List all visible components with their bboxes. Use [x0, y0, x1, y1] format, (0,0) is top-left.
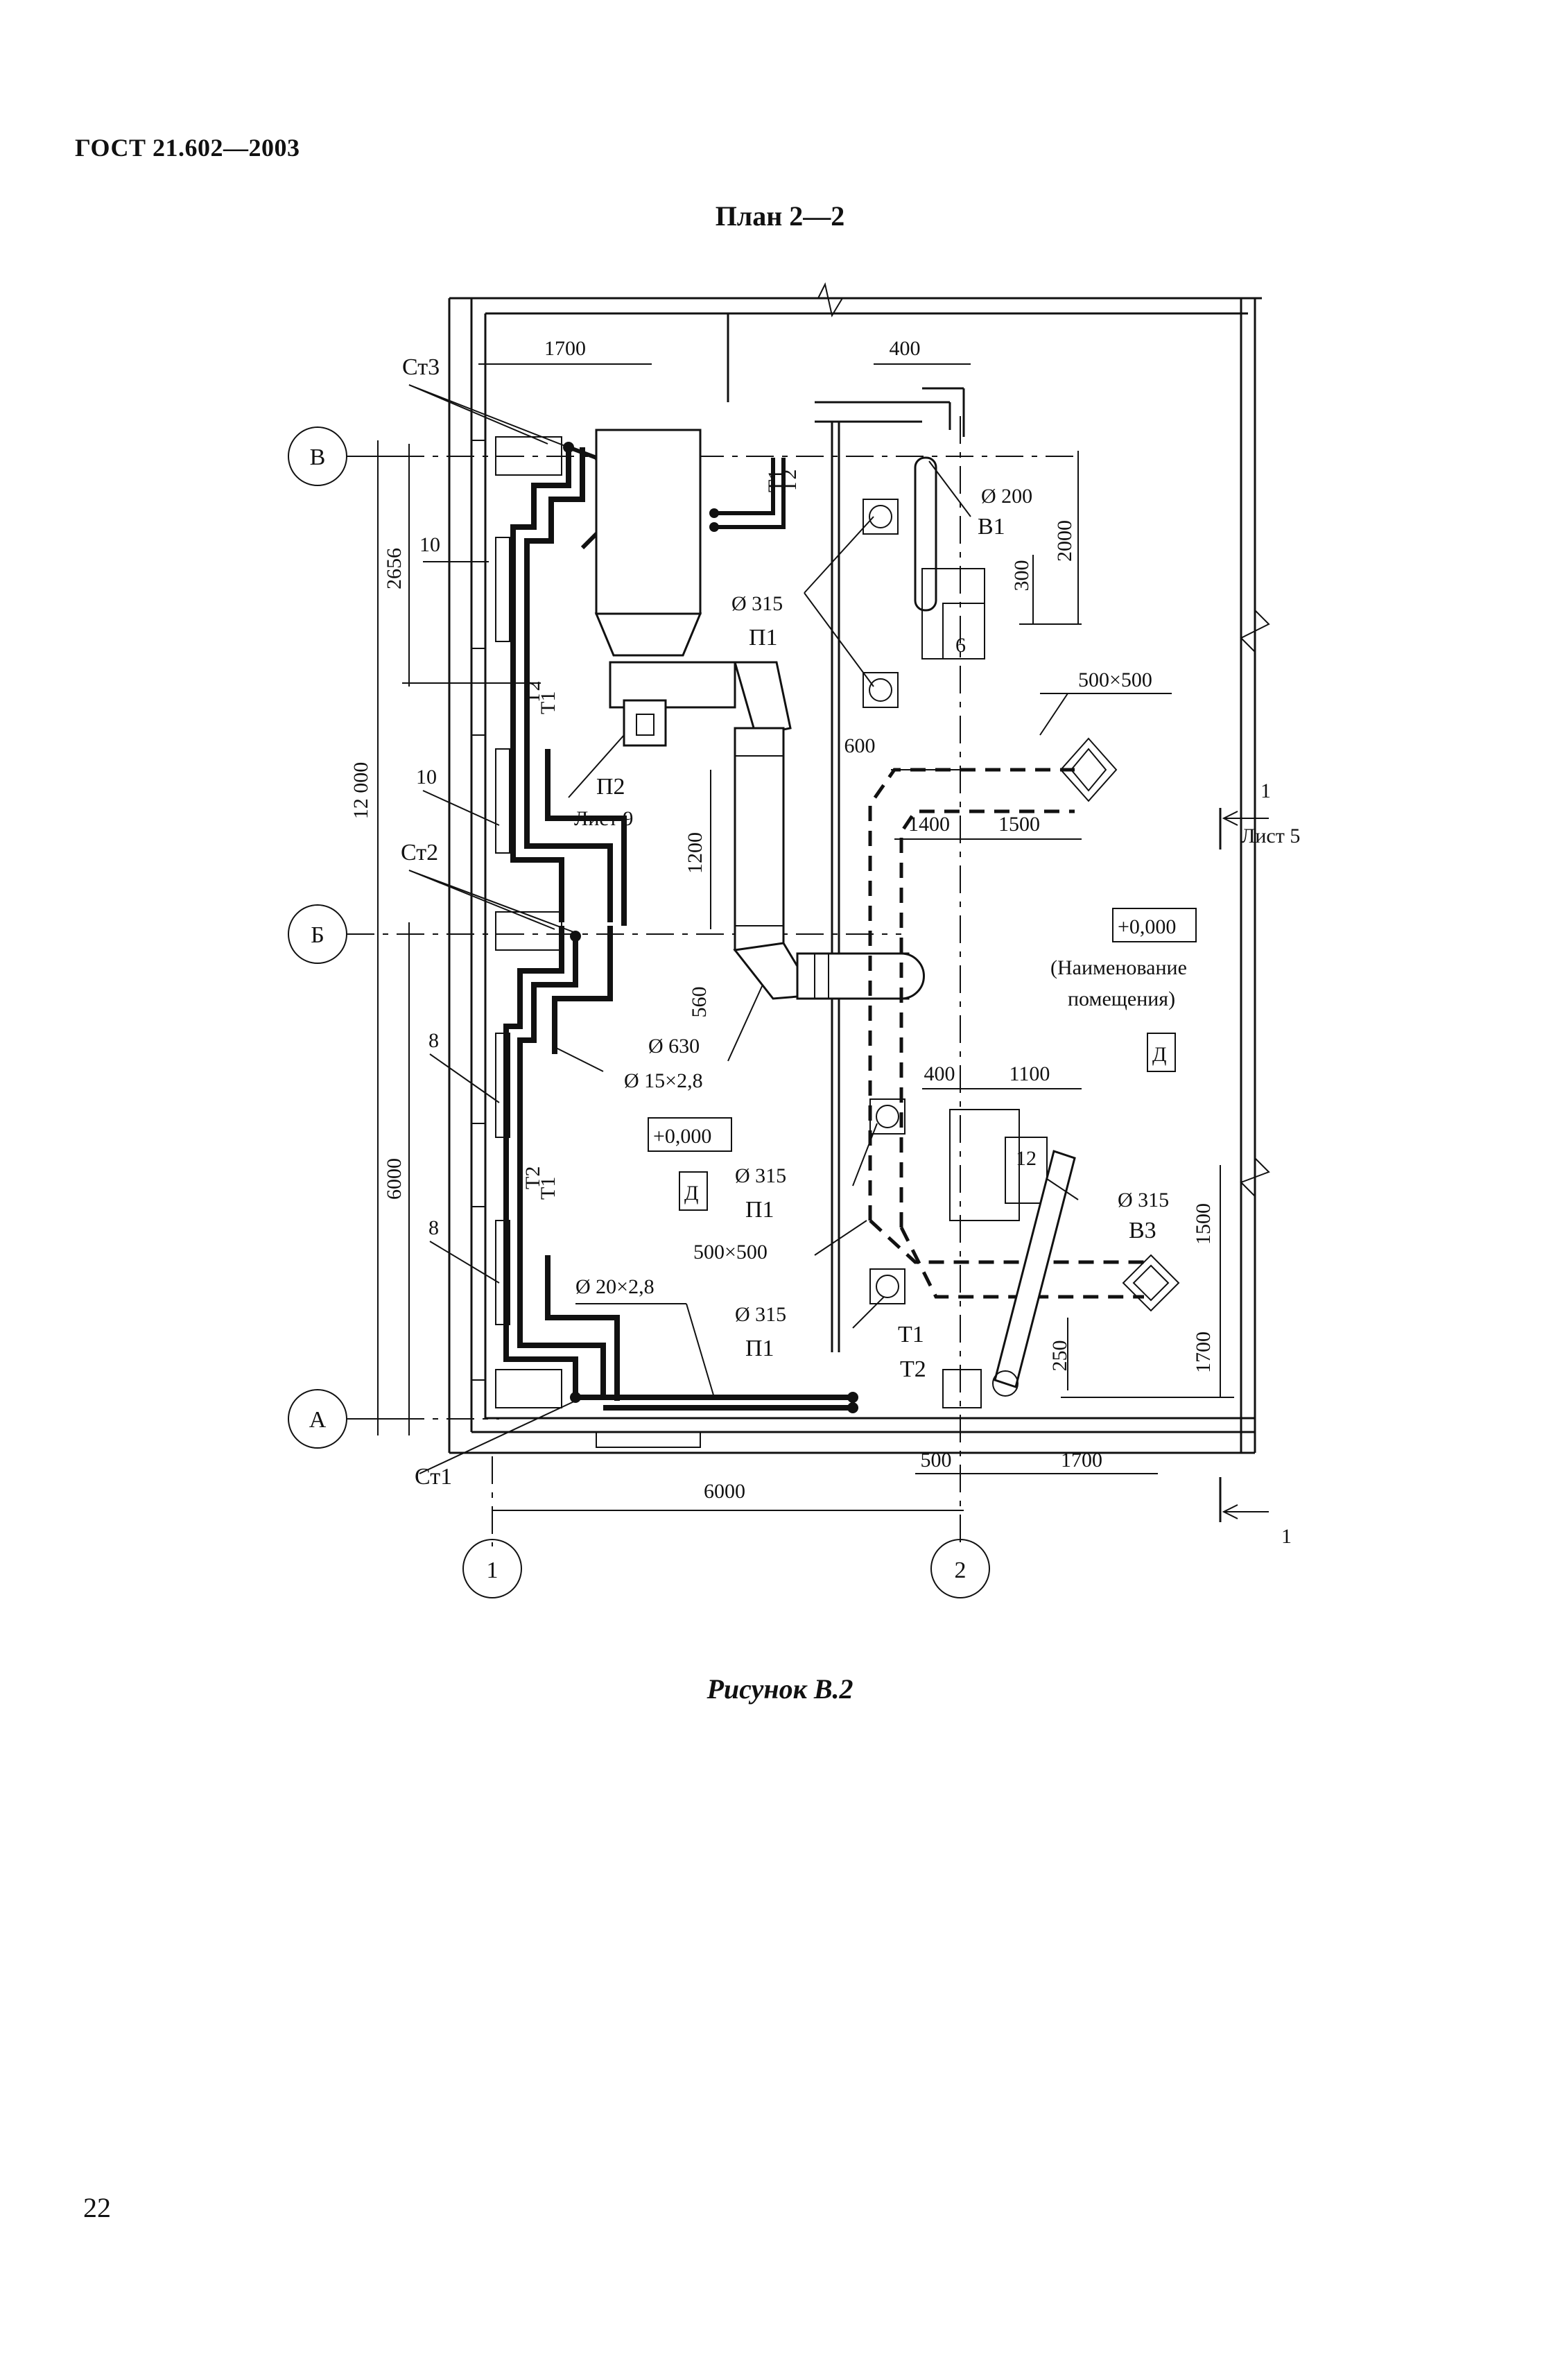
label-list5: Лист 5 — [1241, 825, 1300, 847]
dim-6000-horizontal: 6000 — [704, 1480, 745, 1503]
dim-1700-bottom: 1700 — [1061, 1449, 1102, 1472]
document-code: ГОСТ 21.602—2003 — [75, 134, 300, 162]
label-room-mark-a: Д — [1152, 1043, 1166, 1066]
label-room-mark-b: Д — [684, 1182, 698, 1205]
label-st2: Ст2 — [401, 840, 438, 865]
label-room-name-2: помещения) — [1068, 988, 1175, 1010]
label-10a: 10 — [419, 533, 440, 556]
plan-title: План 2—2 — [715, 200, 845, 232]
dim-1500-horizontal: 1500 — [998, 813, 1040, 836]
duct-630 — [733, 661, 925, 1000]
dim-dia-200: Ø 200 — [981, 485, 1032, 508]
dim-600: 600 — [844, 734, 876, 757]
label-st1: Ст1 — [415, 1464, 452, 1490]
label-dia630: Ø 630 — [648, 1035, 700, 1058]
label-dia315-a: Ø 315 — [731, 592, 783, 615]
label-st3: Ст3 — [402, 354, 440, 380]
axis-label-b: Б — [311, 922, 324, 948]
label-b3: В3 — [1129, 1218, 1156, 1243]
label-p1-a: П1 — [749, 625, 778, 650]
section-marker — [1219, 808, 1269, 1522]
leader-lines — [408, 384, 1172, 1474]
dim-250: 250 — [1048, 1340, 1071, 1372]
axis-label-a: А — [309, 1407, 327, 1433]
label-t1-upper: Т1 — [537, 691, 560, 714]
page-number: 22 — [83, 2192, 111, 2223]
dim-1700-top: 1700 — [544, 337, 586, 360]
level-box-a — [1112, 908, 1197, 942]
dim-560: 560 — [688, 987, 711, 1018]
label-6: 6 — [955, 634, 966, 657]
label-t1-lower: Т1 — [537, 1177, 560, 1200]
label-t2-upper: Т2 — [521, 681, 544, 704]
label-b1: В1 — [978, 514, 1005, 540]
axis-label-v: В — [310, 445, 326, 470]
dim-1700-vertical: 1700 — [1192, 1331, 1215, 1373]
label-dia315-c: Ø 315 — [735, 1303, 786, 1326]
label-t2-top: Т2 — [778, 469, 801, 492]
dim-6000-vertical: 6000 — [383, 1158, 406, 1200]
label-10b: 10 — [416, 766, 437, 788]
dim-2000: 2000 — [1053, 520, 1076, 562]
dim-1200: 1200 — [684, 832, 707, 874]
axis-label-1: 1 — [487, 1558, 499, 1583]
label-dia315-b: Ø 315 — [735, 1164, 786, 1187]
dim-500: 500 — [921, 1449, 952, 1472]
label-p1-c: П1 — [745, 1336, 774, 1361]
duct-500x500 — [863, 499, 1180, 1312]
dim-1400: 1400 — [908, 813, 950, 836]
grid-axes: В Б А 1 2 — [288, 416, 1082, 1598]
dimension-lines — [371, 363, 1234, 1511]
label-t2-lower: Т2 — [521, 1166, 544, 1189]
label-dia315-v3: Ø 315 — [1118, 1189, 1169, 1211]
room-mark-box-b — [679, 1171, 708, 1211]
label-section-num-bottom: 1 — [1281, 1525, 1292, 1548]
equipment-tank — [594, 429, 736, 747]
label-pipe-15: Ø 15×2,8 — [624, 1069, 703, 1092]
label-section-num-top: 1 — [1260, 779, 1271, 802]
exhaust-ducts — [914, 456, 1076, 1408]
dim-300: 300 — [1010, 560, 1033, 592]
label-t2-bottom: Т2 — [900, 1356, 926, 1382]
radiators — [495, 436, 562, 1408]
label-list9: Лист 9 — [574, 807, 633, 830]
label-t1-bottom: Т1 — [898, 1322, 924, 1347]
dim-2656: 2656 — [383, 548, 406, 589]
label-8a: 8 — [428, 1029, 439, 1052]
dim-400-top: 400 — [890, 337, 921, 360]
dim-400-mid: 400 — [924, 1062, 955, 1085]
room-mark-box-a — [1147, 1033, 1176, 1072]
label-pipe-20: Ø 20×2,8 — [575, 1275, 655, 1298]
building-walls — [448, 282, 1270, 1454]
label-8b: 8 — [428, 1216, 439, 1239]
dim-1100: 1100 — [1009, 1062, 1050, 1085]
label-level-b: +0,000 — [653, 1125, 711, 1148]
label-p2: П2 — [596, 774, 625, 800]
label-12: 12 — [1016, 1147, 1037, 1170]
level-box-b — [648, 1117, 732, 1152]
label-duct-500-b: 500×500 — [693, 1241, 768, 1264]
label-p1-b: П1 — [745, 1197, 774, 1223]
figure-caption: Рисунок В.2 — [707, 1673, 853, 1705]
axis-label-2: 2 — [955, 1558, 967, 1583]
dim-12000: 12 000 — [349, 762, 372, 820]
label-duct-500-a: 500×500 — [1078, 669, 1152, 691]
label-level-a: +0,000 — [1118, 915, 1176, 938]
label-room-name: (Наименование — [1050, 956, 1187, 979]
label-t1-top: Т1 — [764, 469, 787, 492]
dim-1500-vertical: 1500 — [1192, 1203, 1215, 1245]
